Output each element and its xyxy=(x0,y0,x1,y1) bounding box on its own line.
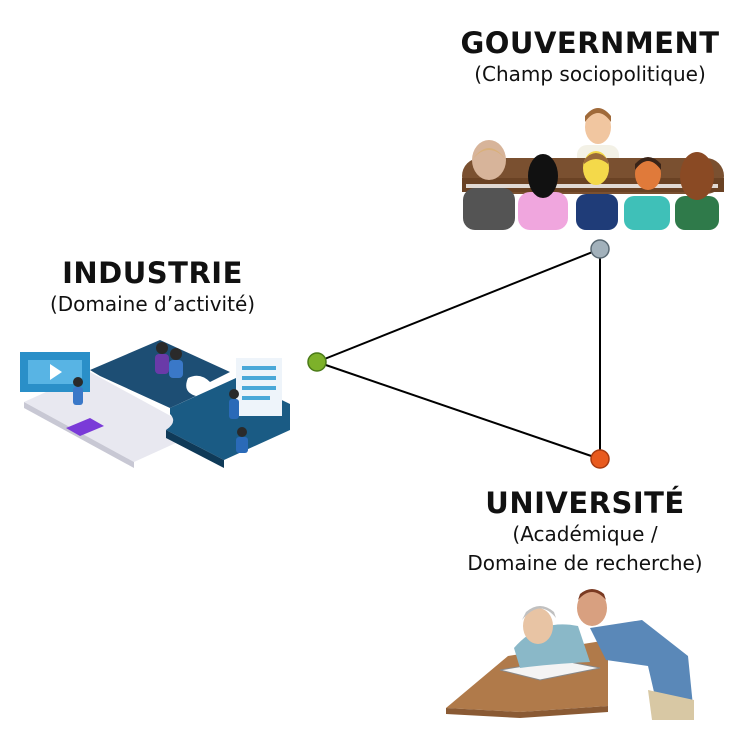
universite-subtitle-line2: Domaine de recherche) xyxy=(467,551,703,575)
node-gouvernement xyxy=(590,239,610,259)
puzzle-team-icon xyxy=(20,340,290,468)
label-industrie: INDUSTRIE (Domaine d’activité) xyxy=(20,256,285,319)
gouvernement-subtitle: (Champ sociopolitique) xyxy=(474,62,706,86)
universite-subtitle-line1: (Académique / xyxy=(512,522,658,546)
label-gouvernement: GOUVERNMENT (Champ sociopolitique) xyxy=(440,26,740,89)
meeting-people-icon xyxy=(462,108,724,230)
edge-universite-industrie xyxy=(316,361,601,460)
gouvernement-title: GOUVERNMENT xyxy=(460,26,720,60)
edge-industrie-gouvernement xyxy=(316,248,601,363)
node-industrie xyxy=(307,352,327,372)
label-universite: UNIVERSITÉ (Académique / Domaine de rech… xyxy=(430,486,740,578)
node-universite xyxy=(590,449,610,469)
industrie-subtitle: (Domaine d’activité) xyxy=(49,292,256,316)
universite-title: UNIVERSITÉ xyxy=(485,486,685,520)
industrie-title: INDUSTRIE xyxy=(62,256,243,290)
edges xyxy=(316,248,601,460)
researchers-icon xyxy=(446,589,694,720)
